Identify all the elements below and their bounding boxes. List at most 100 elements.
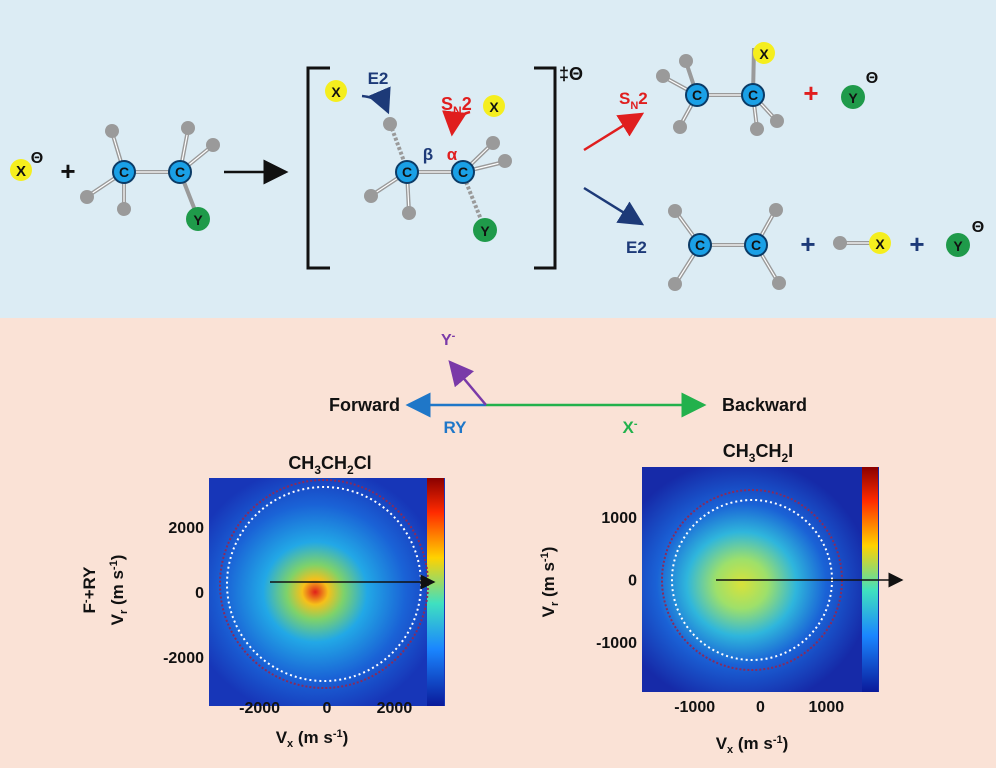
x-atom-label: X — [331, 84, 341, 100]
e2-pathway-arrow — [583, 186, 645, 226]
x-atom — [325, 80, 347, 102]
carbon-label: C — [751, 237, 761, 253]
x-ion-label: X- — [622, 418, 637, 437]
hydrogen-atom — [770, 114, 784, 128]
hydrogen-atom — [679, 54, 693, 68]
x-tick-label: -2000 — [239, 700, 280, 717]
hydrogen-atom — [668, 277, 682, 291]
hydrogen-atom — [656, 69, 670, 83]
carbon-label: C — [458, 164, 468, 180]
hydrogen-atom — [498, 154, 512, 168]
hydrogen-atom — [105, 124, 119, 138]
hydrogen-atom — [769, 203, 783, 217]
carbon-atom — [112, 160, 136, 184]
e2-alkene-product: C C — [668, 203, 786, 291]
sn2-curved-arrow — [442, 110, 471, 137]
carbon-atom — [688, 233, 712, 257]
y-atom-label: Y — [848, 90, 858, 106]
y-ion-label: Y- — [441, 330, 456, 349]
y-tick-label: -1000 — [596, 635, 637, 652]
reaction-scheme-panel — [0, 0, 996, 318]
hydrogen-atom — [117, 202, 131, 216]
backward-label: Backward — [722, 395, 807, 415]
y-axis-label: Vr (m s-1) — [108, 555, 130, 626]
e2-leaving-group-ion: Y Θ — [946, 219, 984, 257]
sn2-pathway-label: SN2 — [619, 89, 648, 112]
carbon-label: C — [695, 237, 705, 253]
x-tick-label: 1000 — [809, 699, 845, 716]
carbon-atom — [685, 83, 709, 107]
negative-charge-label: Θ — [972, 219, 984, 236]
y-tick-label: 0 — [628, 573, 637, 590]
hydrogen-atom — [668, 204, 682, 218]
hydrogen-atom — [750, 122, 764, 136]
ts-bracket-left — [306, 66, 330, 270]
x-axis-label: Vx (m s-1) — [276, 728, 349, 750]
sn2-pathway-arrow — [583, 112, 645, 152]
x-tick-label: 0 — [756, 699, 765, 716]
carbon-atom — [168, 160, 192, 184]
leaving-group-atom — [473, 218, 497, 242]
plus-sign: + — [800, 229, 815, 259]
reactant-nucleophile: X Θ — [10, 150, 43, 181]
carbon-atom — [744, 233, 768, 257]
y-axis-label: Vr (m s-1) — [539, 547, 561, 618]
carbon-atom — [451, 160, 475, 184]
x-axis-label: Vx (m s-1) — [716, 734, 789, 756]
forward-label: Forward — [329, 395, 400, 415]
hydrogen-atom — [206, 138, 220, 152]
ts-charge-label: ‡Θ — [559, 64, 583, 84]
x-atom — [483, 95, 505, 117]
carbon-label: C — [119, 164, 129, 180]
x-atom-label: X — [489, 99, 499, 115]
hydrogen-atom — [364, 189, 378, 203]
hydrogen-atom — [181, 121, 195, 135]
chart-title: CH3CH2Cl — [288, 453, 371, 477]
carbon-atom — [395, 160, 419, 184]
ry-label: RY — [444, 418, 468, 437]
x-atom — [753, 42, 775, 64]
e2-pathway-label: E2 — [626, 238, 647, 257]
sn2-product-molecule: C C X — [656, 42, 784, 136]
hydrogen-atom — [833, 236, 847, 250]
y-tick-label: 1000 — [601, 510, 637, 527]
x-tick-label: -1000 — [674, 699, 715, 716]
y-ion-arrow — [448, 360, 487, 406]
y-tick-label: 2000 — [168, 520, 204, 537]
ts-bracket-right — [534, 66, 557, 270]
colorbar — [427, 478, 444, 706]
y-atom-label: Y — [480, 223, 490, 239]
carbon-label: C — [175, 164, 185, 180]
x-tick-label: 0 — [323, 700, 332, 717]
carbon-atom — [741, 83, 765, 107]
transition-state-molecule: X E2 SN2 X C C β — [325, 69, 512, 242]
sn2-leaving-group-ion: Y Θ — [841, 70, 878, 109]
y-atom-label: Y — [193, 212, 203, 228]
hydrogen-atom — [486, 136, 500, 150]
x-tick-label: 2000 — [377, 700, 413, 717]
reactant-molecule: C C Y — [80, 121, 220, 231]
y-tick-label: -2000 — [163, 650, 204, 667]
carbon-label: C — [692, 87, 702, 103]
beta-label: β — [423, 145, 433, 164]
y-tick-label: 0 — [195, 585, 204, 602]
carbon-label: C — [748, 87, 758, 103]
heatmap-image — [209, 478, 445, 706]
carbon-label: C — [402, 164, 412, 180]
x-atom-label: X — [875, 236, 885, 252]
alpha-label: α — [447, 145, 458, 164]
hydrogen-atom — [772, 276, 786, 290]
chart-title: CH3CH2I — [723, 441, 793, 465]
e2-label: E2 — [368, 69, 389, 88]
e2-curved-arrow — [361, 86, 391, 115]
hydrogen-atom — [402, 206, 416, 220]
plus-sign: + — [909, 229, 924, 259]
hydrogen-atom — [80, 190, 94, 204]
hydrogen-atom — [383, 117, 397, 131]
x-atom-label: X — [759, 46, 769, 62]
plus-sign: + — [803, 78, 818, 108]
hx-product: X — [833, 232, 891, 254]
